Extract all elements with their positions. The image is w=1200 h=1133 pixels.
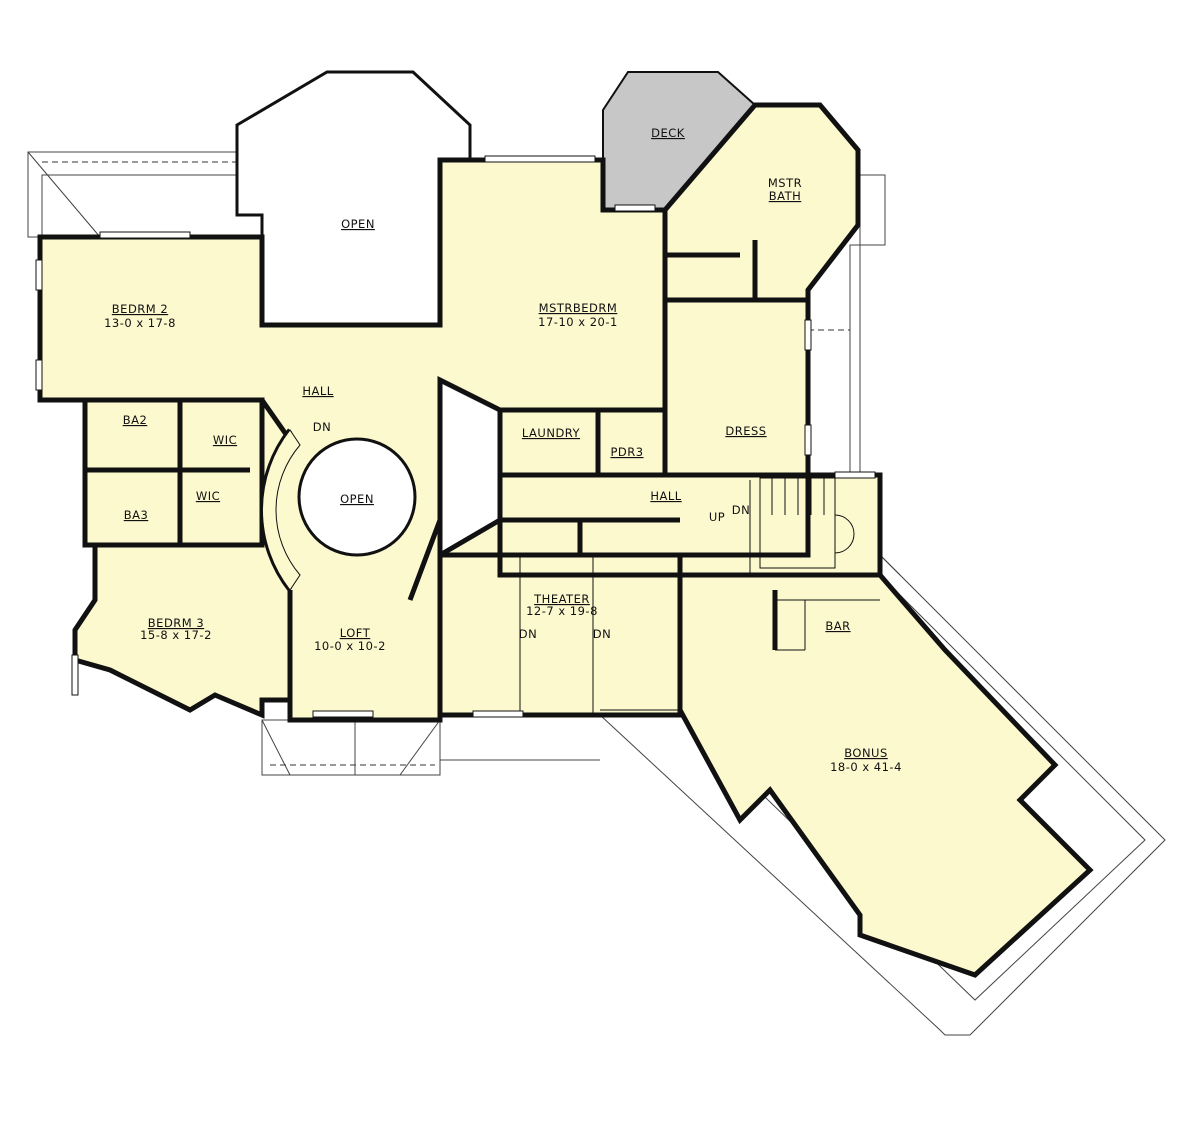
- open-well: [297, 437, 417, 557]
- label-loft: LOFT: [340, 626, 371, 640]
- label-master-bedroom: MSTRBEDRM: [539, 301, 618, 315]
- east-staircase: [759, 477, 855, 569]
- east-up-label: UP: [709, 510, 725, 524]
- label-master-bath-2: BATH: [769, 189, 802, 203]
- roof-outlines: [27, 151, 1166, 1036]
- label-ba3: BA3: [124, 508, 149, 522]
- size-bonus: 18-0 x 41-4: [830, 760, 902, 774]
- open-to-below-top: [235, 70, 472, 327]
- label-bar: BAR: [825, 619, 850, 633]
- east-dn-label: DN: [732, 503, 750, 517]
- label-bonus: BONUS: [844, 746, 888, 760]
- size-bedroom3: 15-8 x 17-2: [140, 628, 212, 642]
- theater-dn-label-2: DN: [593, 627, 611, 641]
- size-master-bedroom: 17-10 x 20-1: [538, 315, 618, 329]
- stair-labels: DN UP DN DN DN: [313, 420, 750, 641]
- label-bedroom3: BEDRM 3: [148, 616, 204, 630]
- size-theater: 12-7 x 19-8: [526, 604, 598, 618]
- label-wic2: WIC: [196, 489, 220, 503]
- label-hall-east: HALL: [650, 489, 681, 503]
- size-bedroom2: 13-0 x 17-8: [104, 316, 176, 330]
- floor-areas: [37, 102, 1094, 978]
- label-master-bath-1: MSTR: [768, 176, 802, 190]
- interior-walls: [85, 210, 880, 715]
- label-deck: DECK: [651, 126, 685, 140]
- label-wic1: WIC: [213, 433, 237, 447]
- label-ba2: BA2: [123, 413, 148, 427]
- label-bedroom2: BEDRM 2: [112, 302, 168, 316]
- room-labels: OPEN DECK MSTR BATH BEDRM 2 13-0 x 17-8 …: [104, 126, 902, 774]
- label-open-well: OPEN: [340, 492, 374, 506]
- label-theater: THEATER: [533, 592, 590, 606]
- spiral-dn-label: DN: [313, 420, 331, 434]
- label-laundry: LAUNDRY: [522, 426, 581, 440]
- label-hall-upper: HALL: [302, 384, 333, 398]
- size-loft: 10-0 x 10-2: [314, 639, 386, 653]
- label-powder: PDR3: [610, 445, 643, 459]
- theater-dn-label-1: DN: [519, 627, 537, 641]
- spiral-staircase: [260, 428, 417, 592]
- label-open-top: OPEN: [341, 217, 375, 231]
- label-dress: DRESS: [725, 424, 766, 438]
- windows: [35, 155, 876, 718]
